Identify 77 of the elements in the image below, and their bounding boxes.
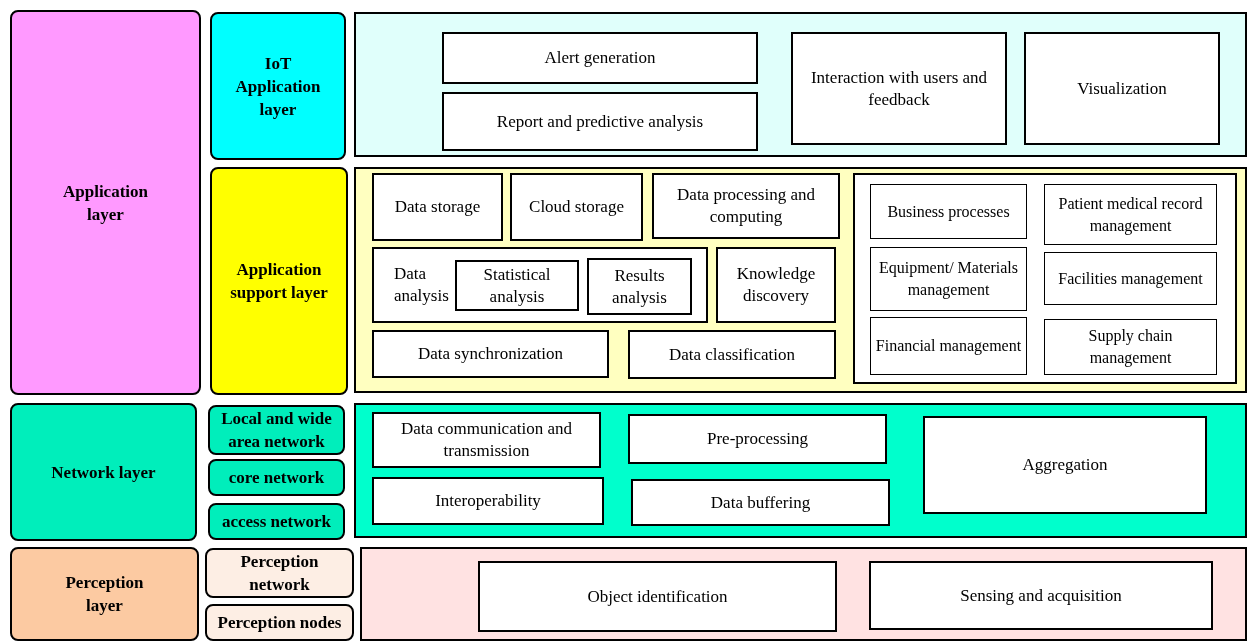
box-label: Data processing and computing (676, 184, 816, 228)
box-label: Facilities management (1058, 268, 1203, 290)
process-box (372, 330, 609, 378)
layer-box (10, 10, 201, 395)
process-box (372, 173, 503, 241)
box-label: Perception layer (64, 572, 145, 617)
panel-background (360, 547, 1247, 641)
box-label: Data synchronization (418, 343, 563, 365)
process-box (870, 184, 1027, 239)
process-box (1044, 184, 1217, 245)
layer-box (205, 548, 354, 598)
process-box (442, 32, 758, 84)
process-box (455, 260, 579, 311)
layer-box (208, 459, 345, 496)
box-label: Visualization (1077, 77, 1167, 100)
process-box (716, 247, 836, 323)
box-label: Equipment/ Materials management (877, 258, 1020, 301)
process-box (442, 92, 758, 151)
process-box (1044, 252, 1217, 305)
process-box (372, 247, 708, 323)
box-label: access network (221, 511, 332, 533)
box-label: Alert generation (544, 47, 656, 69)
layer-box (210, 167, 348, 395)
box-label: Business processes (887, 201, 1010, 223)
box-label: Pre-processing (707, 428, 808, 450)
layer-box (210, 12, 346, 160)
layer-box (208, 503, 345, 540)
box-label: Interaction with users and feedback (809, 66, 989, 111)
panel-background (354, 167, 1247, 393)
box-label: Perception nodes (217, 612, 342, 634)
process-box (652, 173, 840, 239)
process-box (478, 561, 837, 632)
box-label: Statistical analysis (482, 263, 552, 308)
box-label: Data classification (669, 343, 795, 366)
box-label: Local and wide area network (220, 408, 333, 453)
process-box (372, 412, 601, 468)
process-box (1024, 32, 1220, 145)
process-box (870, 247, 1027, 311)
panel-background (354, 12, 1247, 157)
layer-box (10, 403, 197, 541)
box-label: Data analysis (394, 263, 450, 307)
process-box (1044, 319, 1217, 375)
process-box (869, 561, 1213, 630)
box-label: Application layer (62, 180, 149, 226)
process-box (791, 32, 1007, 145)
box-label: Results analysis (611, 264, 668, 309)
box-label: Sensing and acquisition (960, 584, 1122, 607)
process-box (923, 416, 1207, 514)
layer-box (208, 405, 345, 455)
process-box (510, 173, 643, 241)
box-label: Financial management (875, 336, 1022, 357)
layer-box (10, 547, 199, 641)
box-label: Data storage (394, 196, 481, 218)
box-label: Supply chain management (1087, 326, 1174, 369)
box-label: Interoperability (435, 490, 541, 512)
process-box (870, 317, 1027, 375)
box-label: core network (228, 467, 325, 489)
process-box (628, 330, 836, 379)
box-label: Patient medical record management (1057, 193, 1204, 237)
box-label: Object identification (587, 585, 728, 608)
box-label: Application support layer (229, 259, 329, 304)
box-label: Knowledge discovery (735, 263, 817, 307)
process-box (628, 414, 887, 464)
process-box (587, 258, 692, 315)
process-box (631, 479, 890, 526)
box-label: Data communication and transmission (400, 418, 573, 462)
process-box (372, 477, 604, 525)
panel-background (354, 403, 1247, 538)
box-label: Report and predictive analysis (496, 110, 704, 133)
layer-box (205, 604, 354, 641)
box-label: IoT Application layer (234, 52, 322, 121)
box-label: Perception network (239, 551, 320, 596)
box-label: Cloud storage (529, 196, 624, 218)
group-box (853, 173, 1237, 384)
box-label: Aggregation (1022, 454, 1108, 476)
box-label: Data buffering (710, 491, 811, 514)
box-label: Network layer (51, 461, 156, 484)
